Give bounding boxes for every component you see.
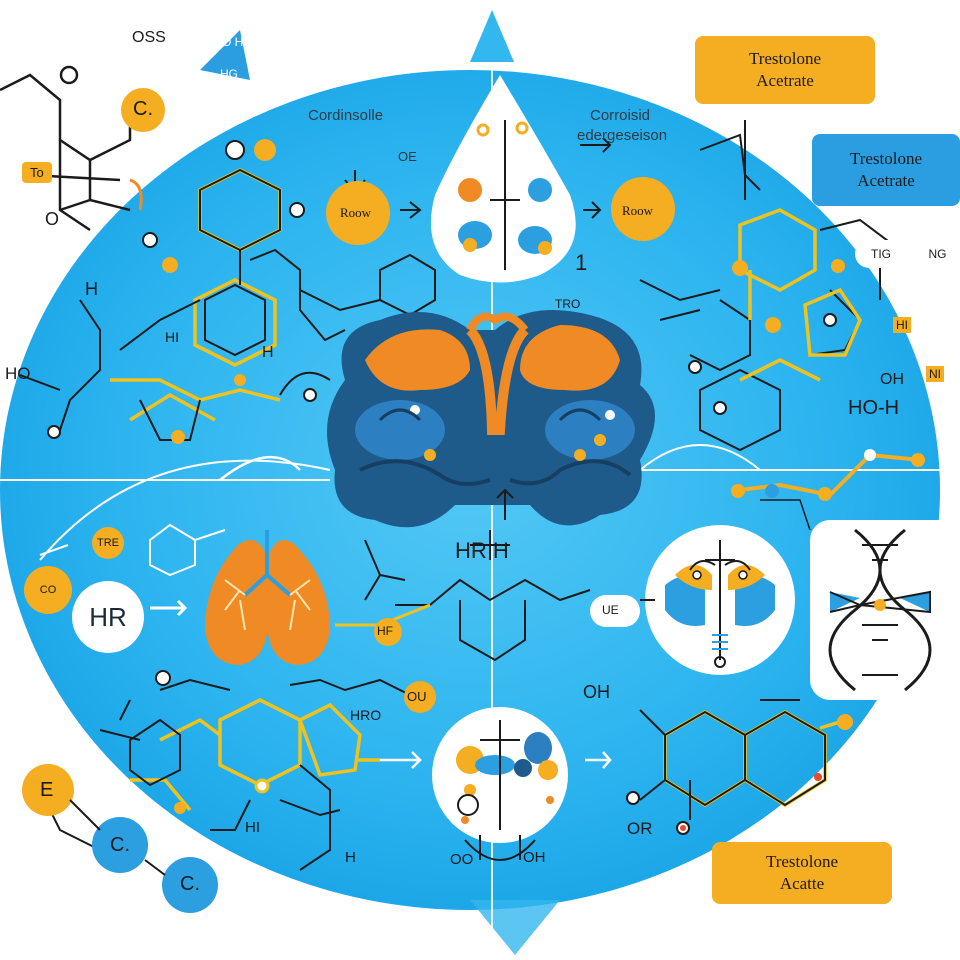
callout-mid-right-line-1: Trestolone bbox=[849, 149, 923, 168]
label-to: To bbox=[22, 162, 52, 183]
label-hi-right: HI bbox=[893, 317, 911, 333]
label-o-left: O bbox=[45, 209, 60, 229]
label-oh-top: O H bbox=[222, 35, 244, 49]
brain-icon bbox=[327, 310, 655, 528]
label-ni: NI bbox=[926, 366, 944, 382]
callout-top-right-line-1: Trestolone bbox=[748, 49, 822, 68]
callout-bottom-right-line-2: Acatte bbox=[779, 874, 825, 893]
label-hi-bottom: HI bbox=[245, 819, 260, 836]
label-hro: HRO bbox=[350, 707, 382, 723]
label-o-h-mid: OH bbox=[583, 682, 610, 702]
label-ng-pill: NG bbox=[915, 240, 960, 268]
label-cordinsolle: Cordinsolle bbox=[308, 107, 384, 124]
molecule-icon bbox=[645, 525, 795, 675]
label-e: E bbox=[40, 779, 54, 801]
label-hr: HR bbox=[89, 601, 127, 632]
label-oh-right: OH bbox=[880, 371, 904, 388]
label-c2: C. bbox=[180, 873, 200, 895]
label-hf: HF bbox=[377, 624, 393, 638]
bottom-arrow-tip bbox=[470, 900, 560, 955]
label-row-left: Roow bbox=[340, 205, 372, 220]
dna-helix-icon bbox=[810, 520, 960, 700]
label-oo-bottom: OO bbox=[450, 851, 474, 868]
label-tig-pill: TIG bbox=[855, 240, 907, 268]
label-corroisid: Corroisid bbox=[590, 107, 651, 124]
label-oss: OSS bbox=[132, 29, 166, 46]
callout-bottom-right-line-1: Trestolone bbox=[765, 852, 839, 871]
label-trg-circle: TRE bbox=[92, 527, 124, 559]
label-ho-h: HO-H bbox=[848, 397, 900, 419]
lungs-icon bbox=[205, 530, 330, 665]
label-hi-mid: HI bbox=[165, 329, 179, 345]
label-edergesion: edergeseison bbox=[577, 127, 668, 144]
label-ng: NG bbox=[928, 247, 947, 261]
label-hg: HG bbox=[220, 67, 238, 81]
label-co-circle: CO bbox=[24, 566, 72, 614]
callout-mid-right-line-2: Acetrate bbox=[857, 171, 915, 190]
label-ho-left: HO bbox=[5, 364, 31, 383]
label-row-right: Roow bbox=[622, 203, 654, 218]
label-trg: TRE bbox=[97, 537, 119, 549]
callout-top-right-line-2: Acetrate bbox=[756, 71, 814, 90]
callout-top-right: Trestolone Acetrate bbox=[695, 36, 875, 104]
label-c-top: C. bbox=[133, 98, 153, 120]
label-oe: OE bbox=[398, 149, 417, 164]
droplet-icon bbox=[430, 75, 576, 283]
label-one: 1 bbox=[575, 250, 588, 275]
label-tig: TIG bbox=[871, 247, 891, 261]
label-h-bottom: H bbox=[345, 849, 356, 866]
label-oh-bottom: OH bbox=[523, 849, 546, 866]
label-ou: OU bbox=[407, 689, 427, 704]
label-c1: C. bbox=[110, 834, 130, 856]
top-arrow-tip bbox=[470, 10, 514, 62]
label-tro: TRO bbox=[555, 297, 581, 311]
callout-bottom-right: Trestolone Acatte bbox=[712, 842, 892, 904]
callout-mid-right: Trestolone Acetrate bbox=[812, 134, 960, 206]
label-ue: UE bbox=[602, 603, 619, 617]
label-or: OR bbox=[627, 819, 653, 838]
label-hr-circle: HR bbox=[72, 581, 144, 653]
label-h-top: H bbox=[85, 279, 98, 299]
label-h-small: H bbox=[262, 344, 274, 361]
label-hr-h: HR H bbox=[455, 538, 509, 563]
label-co: CO bbox=[39, 584, 57, 596]
